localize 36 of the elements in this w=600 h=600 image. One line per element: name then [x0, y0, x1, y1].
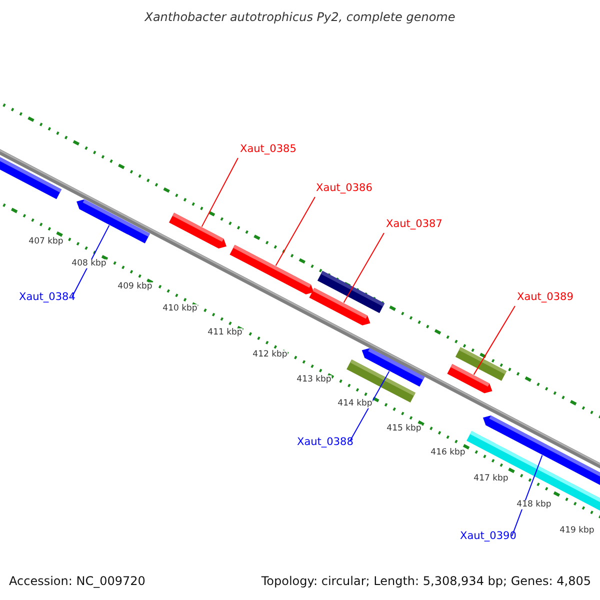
gene-label: Xaut_0387: [386, 218, 442, 230]
gene-label: Xaut_0390: [460, 530, 516, 542]
position-label: 416 kbp: [430, 448, 466, 458]
position-label: 412 kbp: [252, 350, 288, 360]
gene-label: Xaut_0386: [316, 182, 372, 194]
position-label: 410 kbp: [162, 304, 198, 314]
chart-title: Xanthobacter autotrophicus Py2, complete genome: [144, 10, 456, 24]
footer-text: Accession: NC_009720: [9, 574, 146, 588]
leader-line: [275, 196, 316, 266]
leader-line: [512, 454, 543, 536]
gene-label: Xaut_0389: [517, 291, 574, 303]
gene-feature: [447, 364, 492, 394]
position-label: 418 kbp: [516, 500, 552, 510]
position-label: 409 kbp: [118, 282, 152, 292]
position-label: 413 kbp: [296, 375, 332, 385]
leader-line: [343, 232, 384, 304]
position-label: 411 kbp: [208, 328, 242, 338]
position-label: 407 kbp: [28, 237, 64, 247]
gene-feature: [76, 199, 150, 244]
position-label: 414 kbp: [338, 399, 372, 409]
leader-line: [72, 224, 110, 298]
position-label: 415 kbp: [386, 424, 422, 434]
gene-label: Xaut_0384: [19, 291, 76, 303]
position-label: 417 kbp: [474, 474, 508, 484]
leader-line: [350, 370, 390, 442]
leader-line: [473, 306, 516, 376]
gene-label: Xaut_0385: [240, 143, 296, 155]
gene-feature: [168, 212, 226, 248]
leader-line: [201, 158, 238, 228]
position-label: 419 kbp: [560, 526, 594, 536]
position-label: 408 kbp: [72, 259, 106, 269]
gene-feature: [230, 244, 314, 294]
footer-text: Topology: circular; Length: 5,308,934 bp; Genes: 4,805: [261, 574, 591, 588]
gene-feature: [309, 288, 370, 326]
gene-label: Xaut_0388: [297, 436, 354, 448]
gene-feature: [0, 156, 62, 200]
